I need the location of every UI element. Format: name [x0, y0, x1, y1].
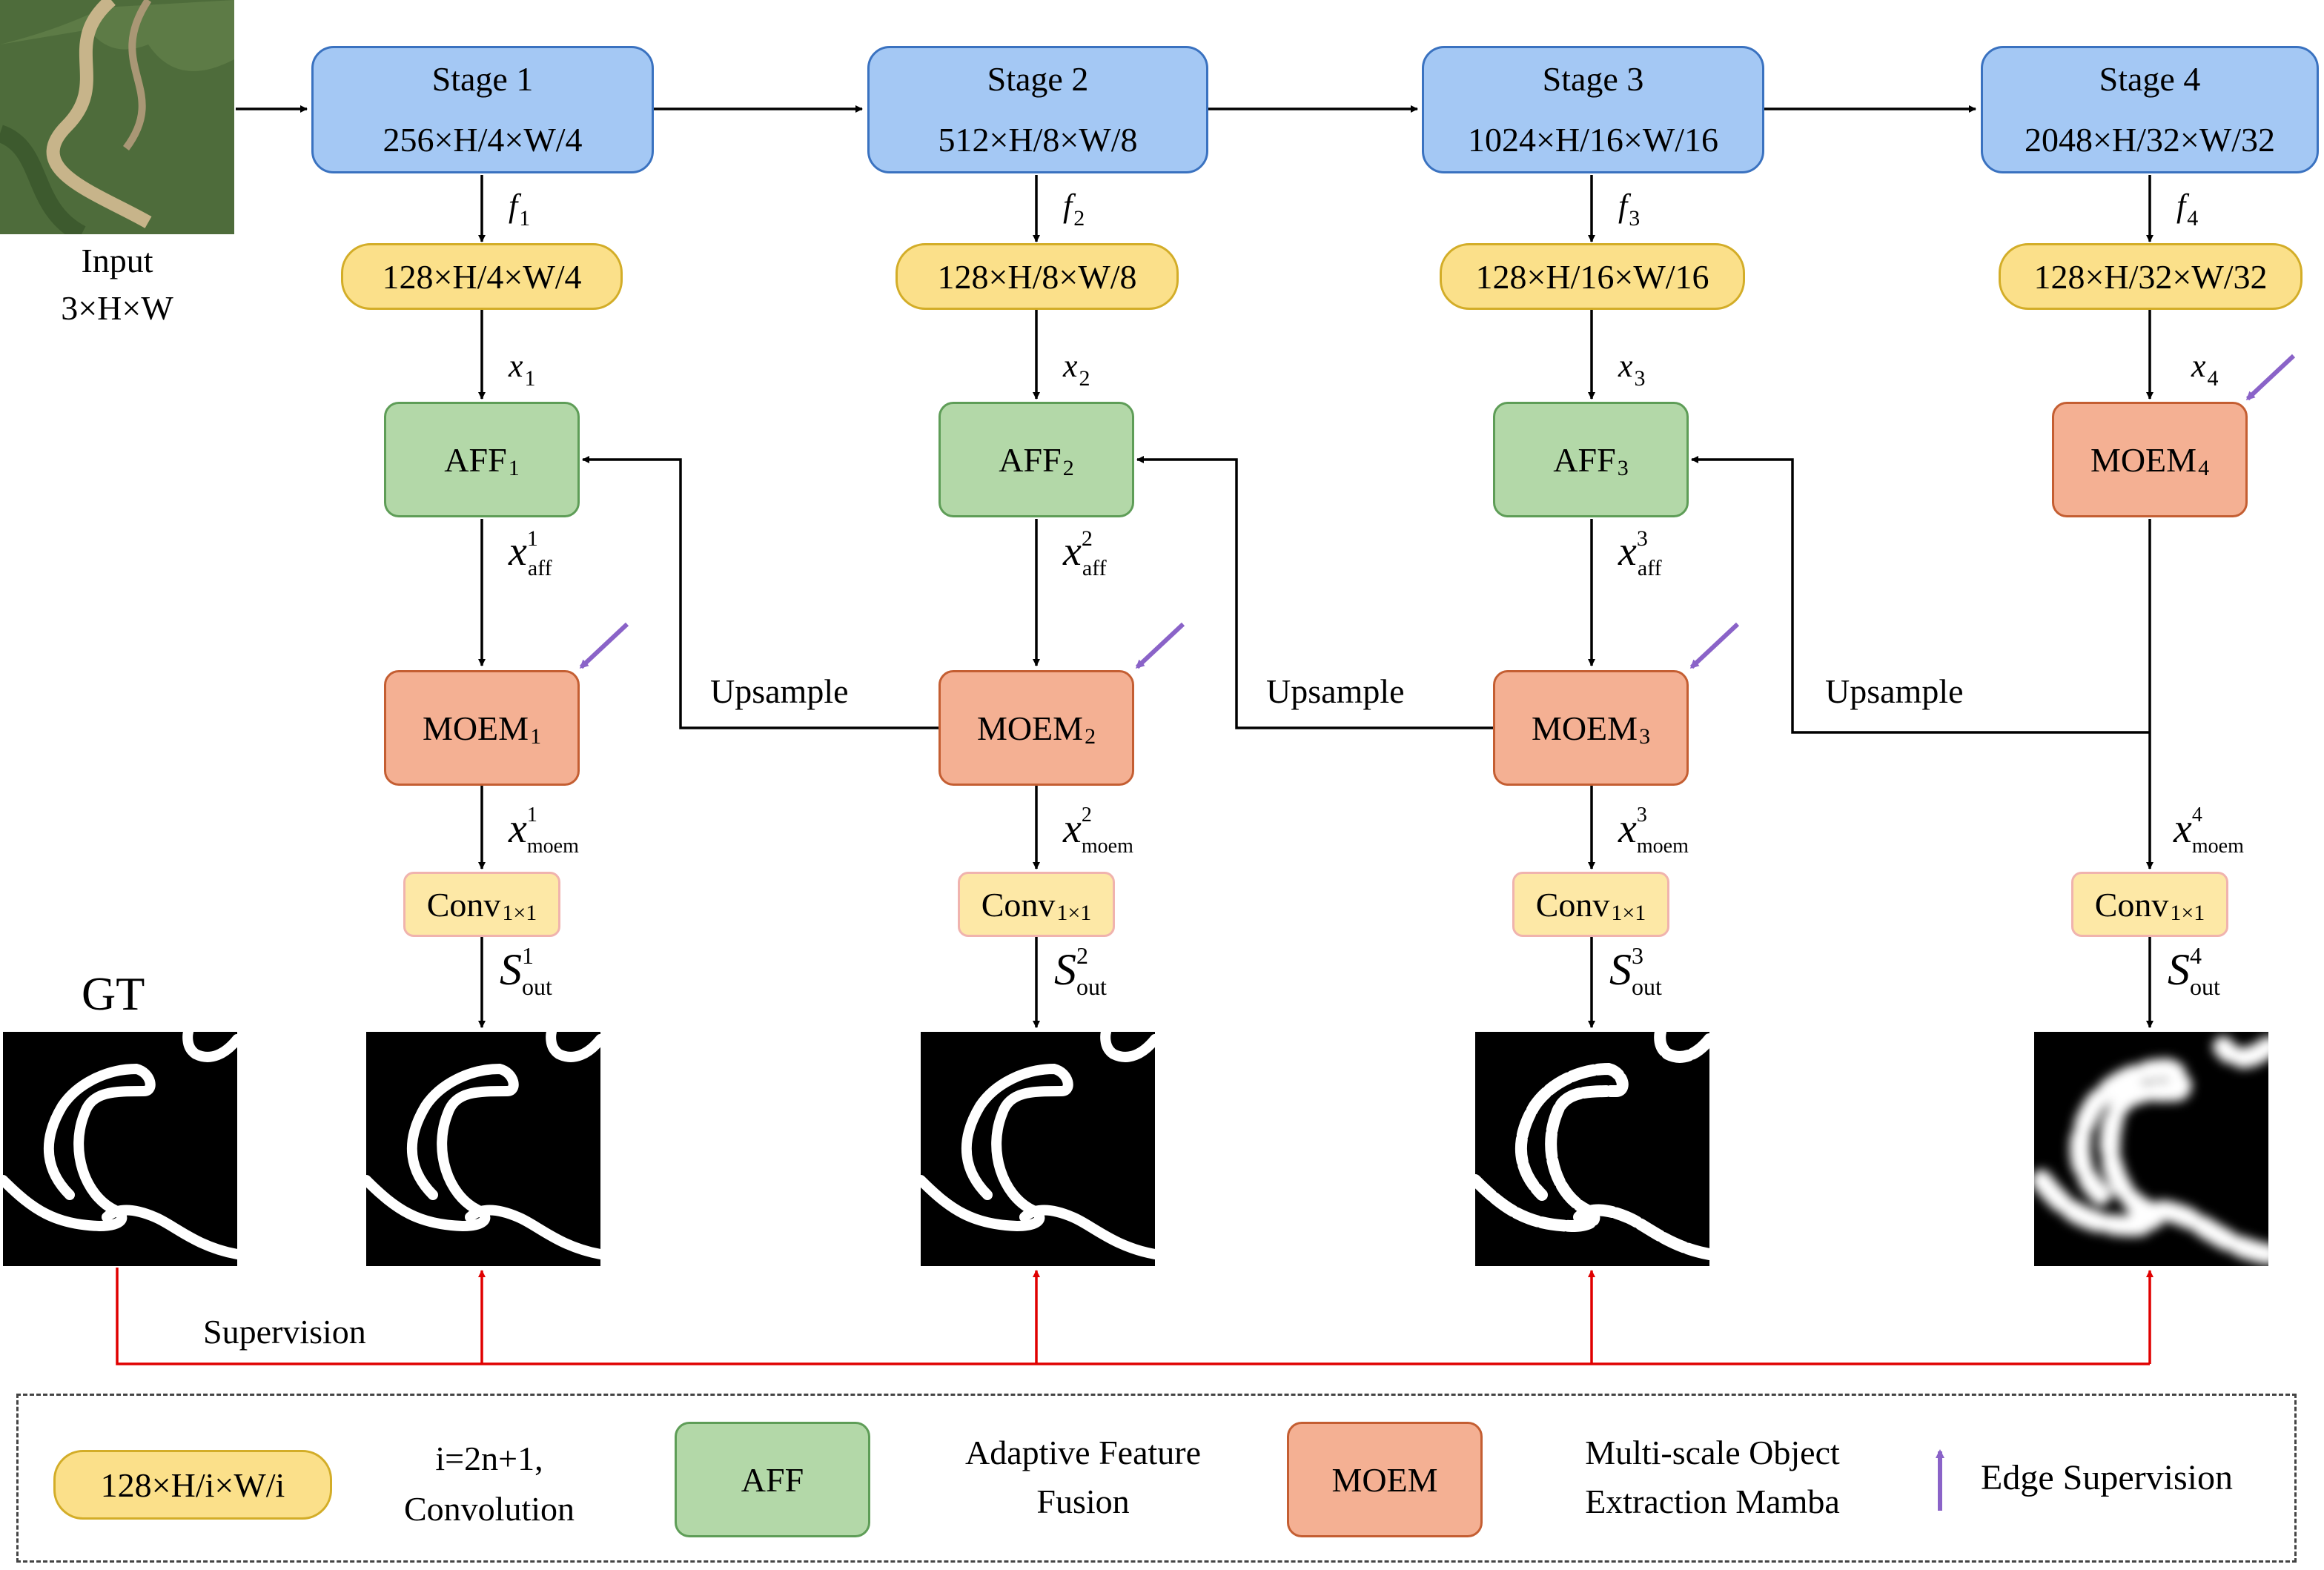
stage-dims: 2048×H/32×W/32: [2024, 121, 2276, 159]
x-aff-label-2: x2aff: [1063, 526, 1107, 580]
f-label-2: f2: [1063, 188, 1085, 231]
x-aff-label-3: x3aff: [1618, 526, 1662, 580]
legend-aff-desc-1: Adaptive Feature: [964, 1434, 1202, 1471]
stage-dims: 1024×H/16×W/16: [1467, 121, 1719, 159]
upsample-label-3: Upsample: [1825, 672, 1964, 710]
stage-title: Stage 3: [1542, 60, 1644, 98]
output-mask-1: [366, 1032, 600, 1266]
upsample-path-3-2: [1136, 456, 1493, 729]
stage-4: Stage 4 2048×H/32×W/32: [1981, 46, 2319, 173]
legend: [16, 1394, 2297, 1563]
edge-supervision-arrows: [579, 354, 2296, 1511]
gt-mask-image: [3, 1032, 237, 1266]
upsample-label-2: Upsample: [1266, 672, 1405, 710]
feature-box-3: 128×H/16×W/16: [1440, 243, 1745, 310]
feature-box-2: 128×H/8×W/8: [895, 243, 1179, 310]
stage-dims: 256×H/4×W/4: [383, 121, 583, 159]
x-label-3: x3: [1618, 348, 1646, 391]
legend-moem-box: MOEM: [1287, 1422, 1483, 1537]
stage-1: Stage 1 256×H/4×W/4: [311, 46, 654, 173]
legend-moem-desc-1: Multi-scale Object: [1585, 1434, 1840, 1471]
s-out-label-3: S3out: [1609, 942, 1662, 1000]
stage-title: Stage 2: [987, 60, 1089, 98]
input-label: Input: [81, 242, 153, 279]
legend-feature-box: 128×H/i×W/i: [53, 1450, 332, 1520]
x-label-4: x4: [2191, 348, 2219, 391]
x-moem-label-1: x1moem: [509, 804, 579, 858]
input-dims: 3×H×W: [61, 289, 173, 327]
upsample-path-4-3: [1691, 456, 2150, 734]
f-label-3: f3: [1618, 188, 1641, 231]
output-mask-4: [2034, 1032, 2268, 1266]
x-moem-label-4: x4moem: [2174, 804, 2244, 858]
stage-3: Stage 3 1024×H/16×W/16: [1422, 46, 1764, 173]
legend-aff-box: AFF: [675, 1422, 870, 1537]
stage-title: Stage 4: [2099, 60, 2201, 98]
input-image: [0, 0, 234, 234]
s-out-label-1: S1out: [500, 942, 552, 1000]
legend-feature-desc-2: Convolution: [403, 1490, 575, 1528]
gt-label: GT: [82, 967, 145, 1020]
s-out-label-2: S2out: [1054, 942, 1107, 1000]
feature-box-1: 128×H/4×W/4: [341, 243, 623, 310]
upsample-label-1: Upsample: [710, 672, 849, 710]
river-satellite-image: [0, 0, 234, 234]
f-label-4: f4: [2176, 188, 2199, 231]
supervision-lines: [116, 1268, 2153, 1365]
output-mask-2: [921, 1032, 1155, 1266]
x-label-2: x2: [1063, 348, 1090, 391]
legend-edge-desc: Edge Supervision: [1981, 1458, 2233, 1497]
supervision-label: Supervision: [203, 1313, 366, 1351]
x-moem-label-3: x3moem: [1618, 804, 1689, 858]
feature-box-4: 128×H/32×W/32: [1999, 243, 2303, 310]
upsample-path-2-1: [582, 456, 940, 729]
x-moem-label-2: x2moem: [1063, 804, 1133, 858]
stage-dims: 512×H/8×W/8: [938, 121, 1138, 159]
x-aff-label-1: x1aff: [509, 526, 552, 580]
f-label-1: f1: [509, 188, 531, 231]
stage-title: Stage 1: [431, 60, 534, 98]
s-out-label-4: S4out: [2168, 942, 2220, 1000]
x-label-1: x1: [509, 348, 536, 391]
legend-aff-desc-2: Fusion: [1036, 1483, 1130, 1520]
stage-2: Stage 2 512×H/8×W/8: [867, 46, 1208, 173]
legend-feature-desc-1: i=2n+1,: [435, 1440, 543, 1477]
output-mask-3: [1475, 1032, 1709, 1266]
legend-moem-desc-2: Extraction Mamba: [1585, 1483, 1840, 1520]
